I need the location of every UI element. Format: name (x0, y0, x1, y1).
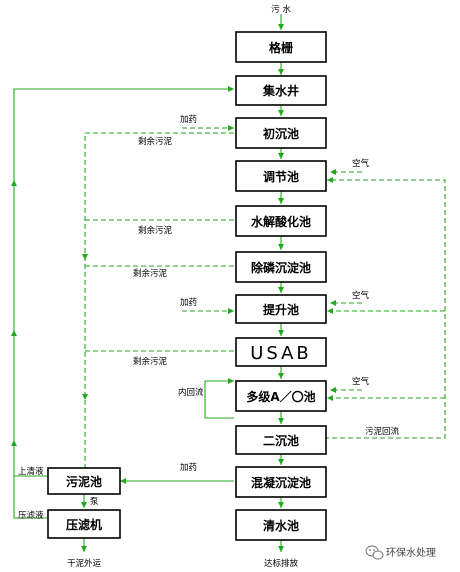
unit-secondary: 二沉池 (235, 425, 327, 455)
sludge-return-label: 污泥回流 (365, 426, 400, 437)
dosing-lines (120, 127, 234, 482)
excess-sludge-label-4: 剩余污泥 (133, 356, 168, 367)
air-label-2: 空气 (352, 290, 370, 301)
air-and-sludge-return-lines (324, 171, 446, 439)
unit-equalize-label: 调节池 (263, 169, 299, 184)
air-label-1: 空气 (352, 158, 370, 169)
unit-sump-label: 集水井 (262, 83, 299, 98)
influent-label: 污 水 (271, 4, 291, 15)
supernatant-label: 上清液 (18, 466, 44, 477)
unit-filter-press-label: 压滤机 (66, 517, 102, 532)
unit-hydrolysis: 水解酸化池 (235, 205, 327, 237)
unit-phosphorus-label: 除磷沉淀池 (251, 260, 311, 275)
dosing-label-2: 加药 (180, 297, 197, 308)
unit-filter-press: 压滤机 (47, 509, 121, 539)
unit-usab: USAB (235, 337, 327, 367)
unit-grille-label: 格栅 (269, 40, 293, 55)
unit-primary-label: 初沉池 (263, 126, 299, 141)
unit-coagulation: 混凝沉淀池 (235, 466, 327, 498)
watermark: 环保水处理 (365, 545, 436, 560)
unit-ao: 多级A／〇池 (235, 380, 327, 412)
filtrate-label: 压滤液 (18, 510, 44, 521)
watermark-text: 环保水处理 (386, 546, 436, 559)
unit-sump: 集水井 (235, 75, 327, 106)
unit-phosphorus: 除磷沉淀池 (235, 251, 327, 283)
unit-secondary-label: 二沉池 (263, 433, 299, 448)
unit-primary: 初沉池 (235, 117, 327, 149)
unit-grille: 格栅 (235, 31, 327, 63)
excess-sludge-lines (84, 132, 234, 476)
unit-sludge-tank: 污泥池 (47, 467, 121, 495)
unit-lift: 提升池 (235, 294, 327, 324)
supernatant-return-line (13, 88, 234, 519)
unit-usab-label: USAB (250, 343, 312, 364)
internal-reflux-label: 内回流 (178, 387, 204, 398)
unit-hydrolysis-label: 水解酸化池 (251, 214, 311, 229)
excess-sludge-label-1: 剩余污泥 (138, 136, 173, 147)
unit-clear-water-label: 清水池 (263, 518, 299, 533)
wechat-icon (365, 545, 384, 560)
dosing-label-1: 加药 (180, 114, 197, 125)
unit-coagulation-label: 混凝沉淀池 (251, 475, 311, 490)
unit-ao-label: 多级A／〇池 (246, 389, 315, 404)
internal-reflux-line (204, 380, 234, 419)
excess-sludge-label-3: 剩余污泥 (133, 268, 168, 279)
excess-sludge-label-2: 剩余污泥 (138, 225, 173, 236)
unit-lift-label: 提升池 (263, 302, 299, 317)
dry-sludge-label: 干泥外运 (67, 558, 102, 569)
unit-equalize: 调节池 (235, 160, 327, 192)
discharge-label: 达标排放 (264, 558, 299, 569)
pump-label: 泵 (90, 497, 99, 507)
unit-sludge-tank-label: 污泥池 (66, 474, 102, 489)
arrowheads (11, 24, 336, 552)
air-label-3: 空气 (352, 376, 370, 387)
dosing-label-3: 加药 (180, 462, 197, 473)
unit-clear-water: 清水池 (235, 509, 327, 541)
